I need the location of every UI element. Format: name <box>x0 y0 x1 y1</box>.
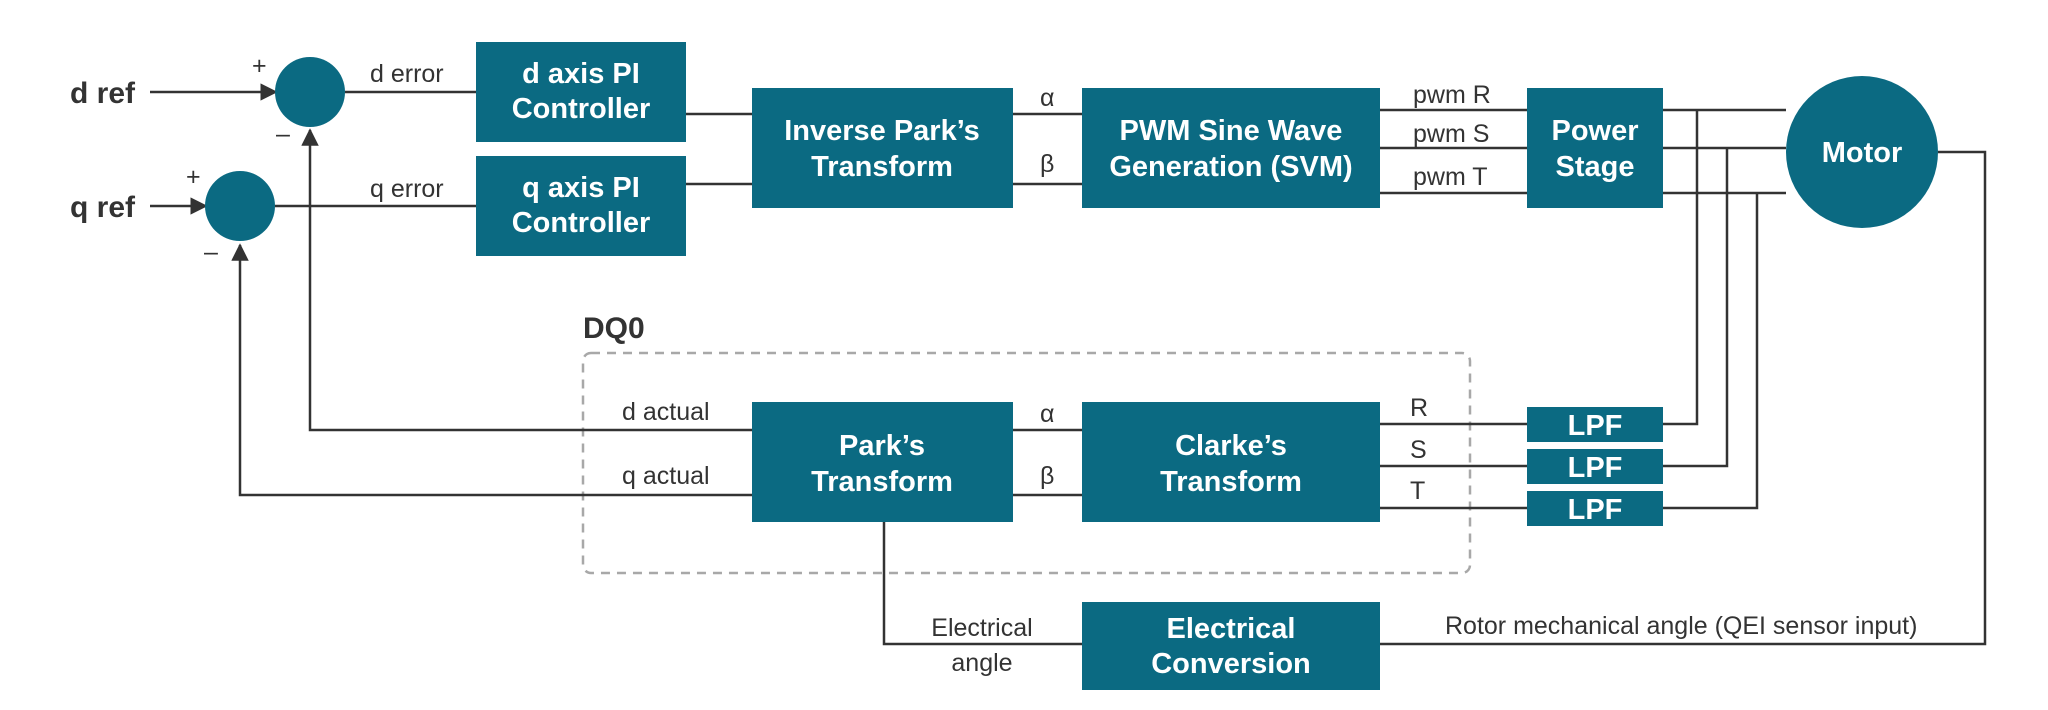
q-sum-plus: + <box>186 163 201 191</box>
q-sum-minus: – <box>204 238 218 266</box>
q-pi-title-2: Controller <box>512 207 651 239</box>
electrical-angle-wire <box>882 522 1082 646</box>
clarke-title-2: Transform <box>1160 466 1302 498</box>
pwm-title-1: PWM Sine Wave <box>1120 115 1343 147</box>
tap-s-wire <box>1663 148 1729 468</box>
clarke-r-label: R <box>1410 394 1428 422</box>
rotor-angle-label: Rotor mechanical angle (QEI sensor input… <box>1445 612 1917 640</box>
park-title-2: Transform <box>811 466 953 498</box>
q-actual-feedback-wire <box>231 243 752 497</box>
tap-r-wire <box>1663 110 1699 426</box>
clarke-transform-block: Clarke’s Transform <box>1082 402 1380 522</box>
dq0-group-box <box>581 351 1472 575</box>
lpf-r-block: LPF <box>1527 407 1663 442</box>
d-ref-label: d ref <box>70 77 136 110</box>
motor-block: Motor <box>1786 76 1938 228</box>
pwm-sine-wave-generation-block: PWM Sine Wave Generation (SVM) <box>1082 88 1380 208</box>
lpf-s-title: LPF <box>1568 452 1623 484</box>
d-summing-junction <box>275 57 345 127</box>
clarke-t-label: T <box>1410 477 1425 505</box>
lpf-r-title: LPF <box>1568 410 1623 442</box>
q-axis-pi-controller-block: q axis PI Controller <box>476 156 686 256</box>
d-error-label: d error <box>370 60 444 88</box>
elec-conv-title-2: Conversion <box>1151 648 1311 680</box>
d-axis-pi-controller-block: d axis PI Controller <box>476 42 686 142</box>
rotor-angle-wire <box>1380 150 1987 646</box>
d-sum-plus: + <box>252 52 267 80</box>
pwm-s-label: pwm S <box>1413 120 1489 148</box>
lpf-s-block: LPF <box>1527 449 1663 484</box>
inv-park-title-2: Transform <box>811 151 953 183</box>
park-alpha-label: α <box>1040 400 1054 428</box>
d-sum-minus: – <box>276 120 290 148</box>
inv-park-title-1: Inverse Park’s <box>784 115 980 147</box>
pwm-t-label: pwm T <box>1413 163 1488 191</box>
power-title-2: Stage <box>1556 151 1635 183</box>
clarke-title-1: Clarke’s <box>1175 430 1287 462</box>
lpf-t-title: LPF <box>1568 494 1623 526</box>
electrical-conversion-block: Electrical Conversion <box>1082 602 1380 690</box>
inv-beta-label: β <box>1040 150 1054 178</box>
dq0-label: DQ0 <box>583 312 645 345</box>
q-summing-junction <box>205 171 275 241</box>
clarke-s-label: S <box>1410 436 1427 464</box>
lpf-t-block: LPF <box>1527 491 1663 526</box>
power-title-1: Power <box>1551 115 1638 147</box>
park-beta-label: β <box>1040 462 1054 490</box>
d-actual-label: d actual <box>622 398 710 426</box>
pwm-title-2: Generation (SVM) <box>1109 151 1352 183</box>
q-ref-label: q ref <box>70 191 136 224</box>
q-actual-label: q actual <box>622 462 710 490</box>
inv-alpha-label: α <box>1040 84 1054 112</box>
park-title-1: Park’s <box>839 430 925 462</box>
q-error-label: q error <box>370 175 444 203</box>
q-pi-title-1: q axis PI <box>522 172 640 204</box>
pwm-r-label: pwm R <box>1413 81 1491 109</box>
power-stage-block: Power Stage <box>1527 88 1663 208</box>
motor-title: Motor <box>1822 137 1903 169</box>
elec-conv-title-1: Electrical <box>1167 613 1296 645</box>
d-pi-title-2: Controller <box>512 93 651 125</box>
park-transform-block: Park’s Transform <box>752 402 1013 522</box>
tap-t-wire <box>1663 193 1759 510</box>
electrical-angle-label-2: angle <box>951 649 1012 677</box>
d-actual-feedback-wire <box>301 128 752 432</box>
inverse-park-transform-block: Inverse Park’s Transform <box>752 88 1013 208</box>
d-pi-title-1: d axis PI <box>522 58 640 90</box>
electrical-angle-label-1: Electrical <box>931 614 1032 642</box>
